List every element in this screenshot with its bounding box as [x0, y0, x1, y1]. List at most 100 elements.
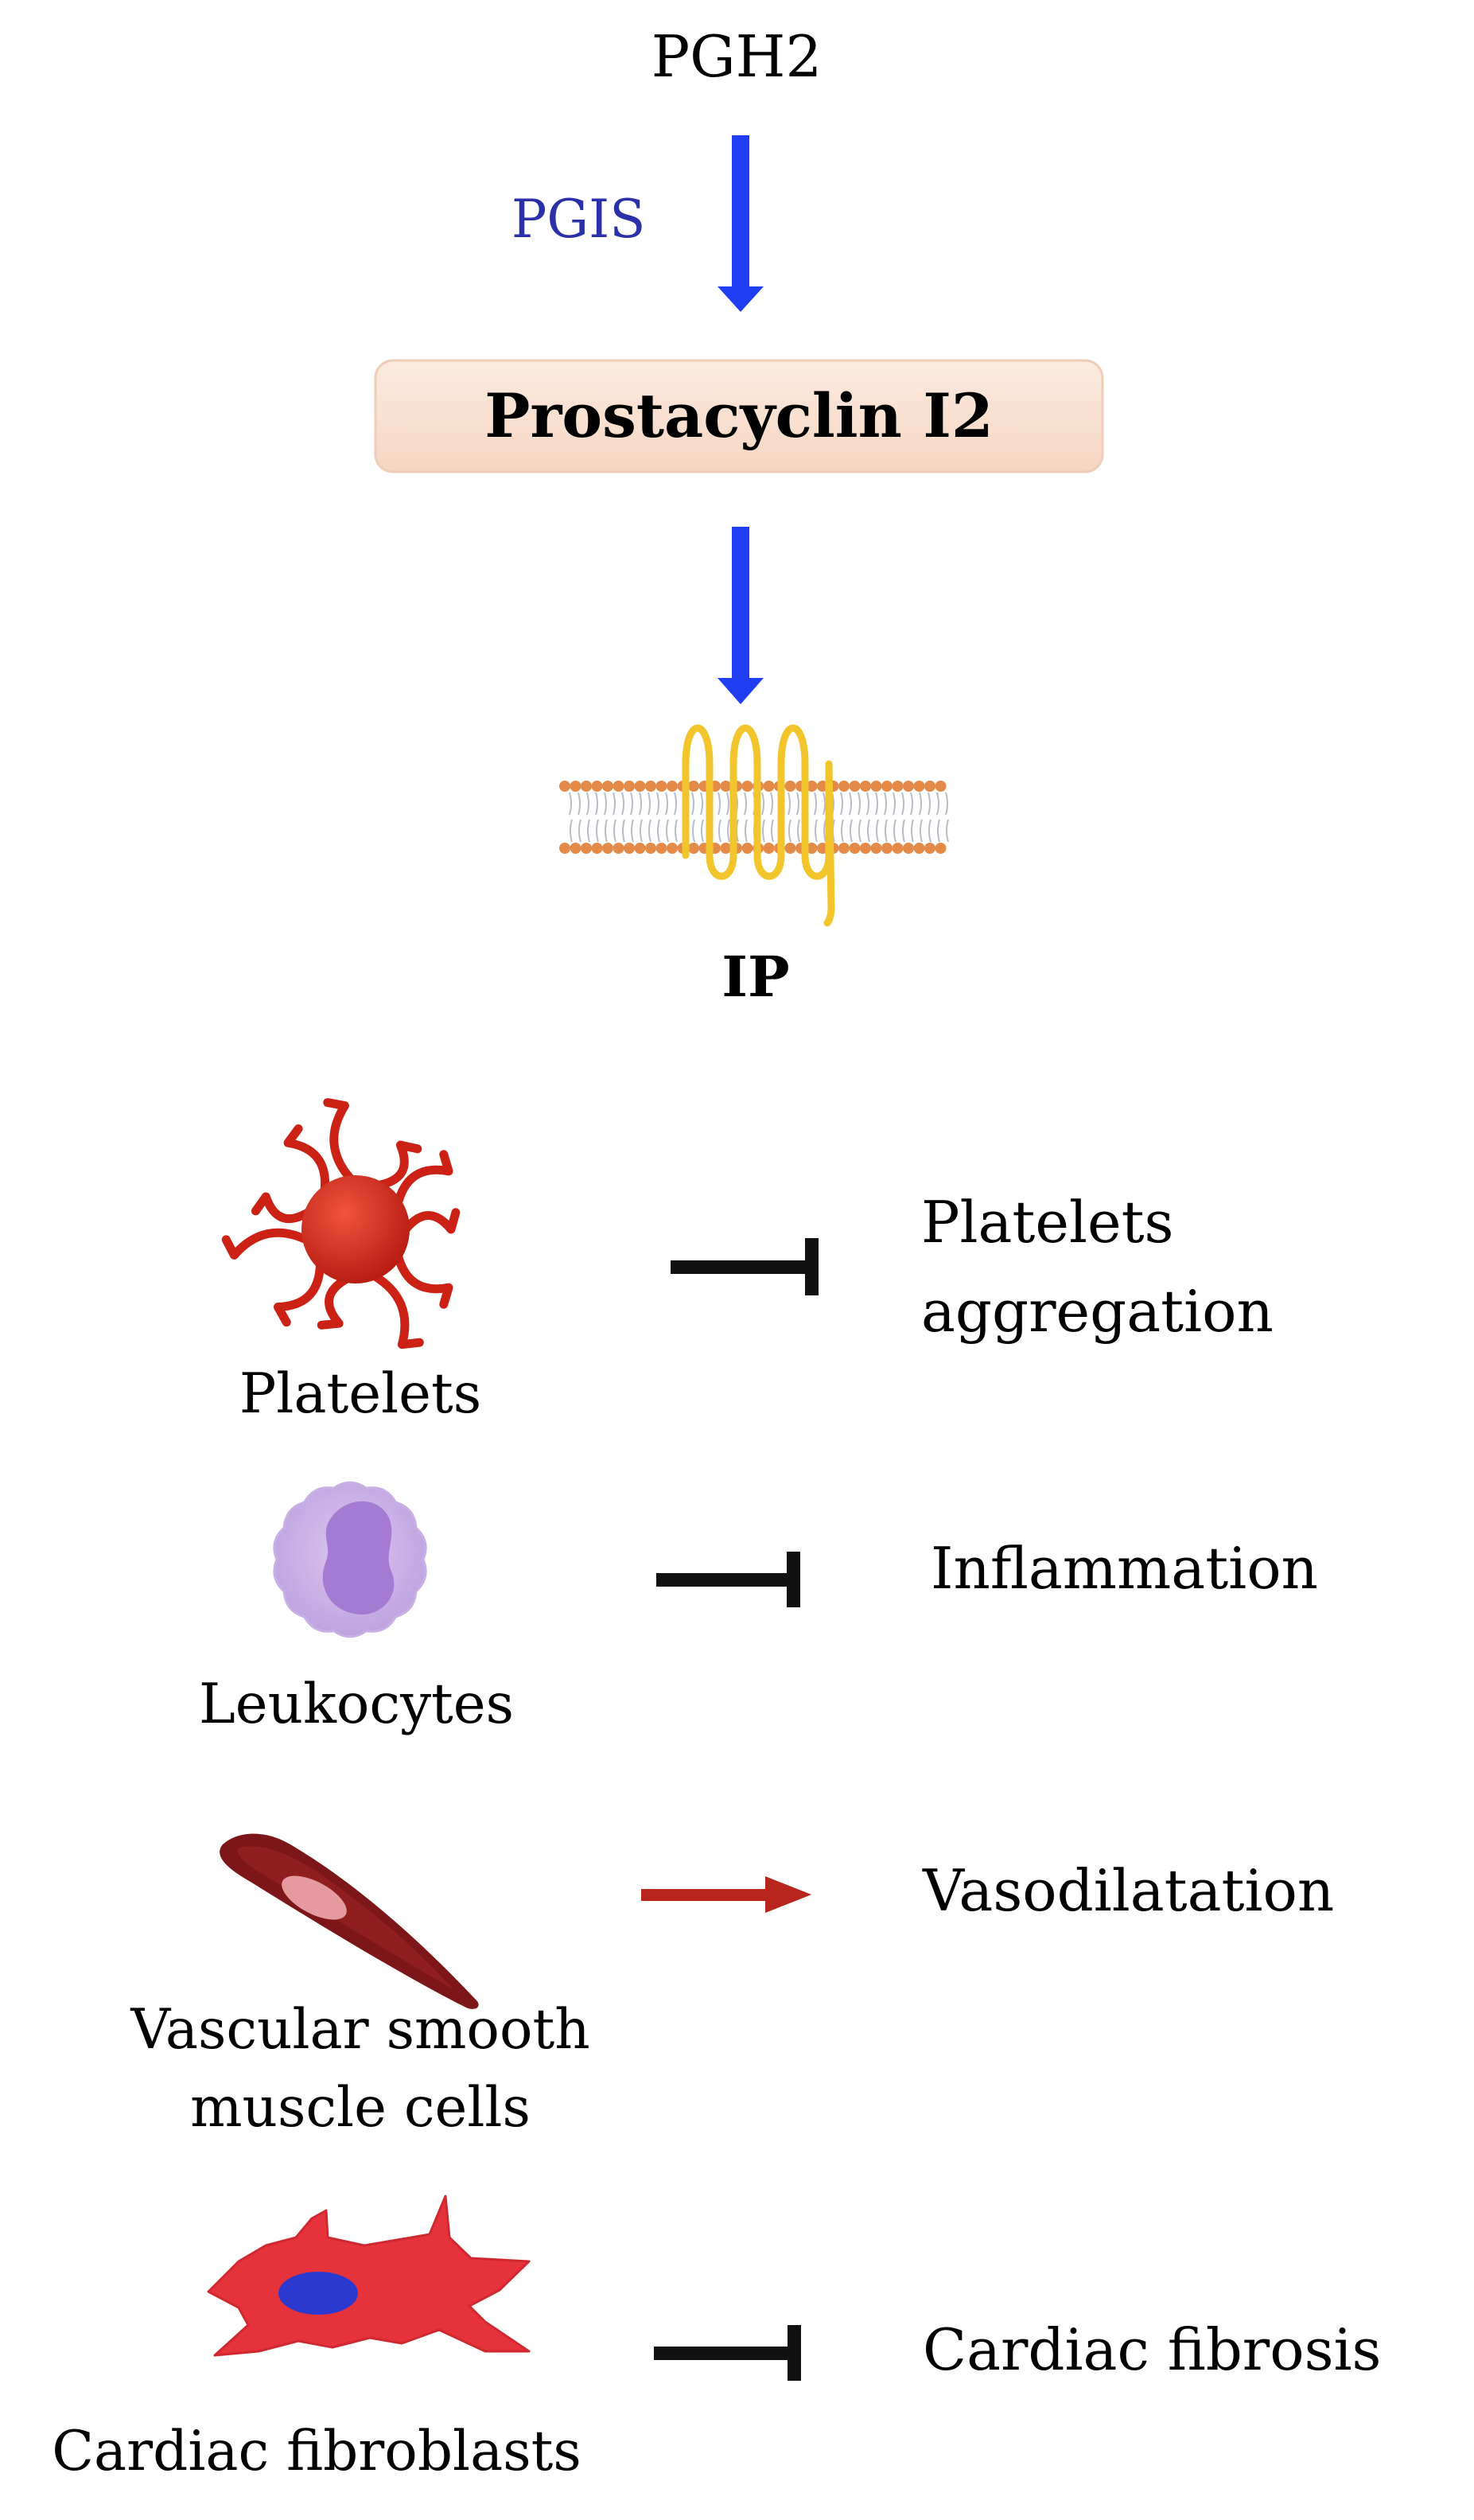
- membrane-head-top: [645, 781, 656, 792]
- platelet-tentacle: [221, 1228, 311, 1260]
- arrow-pgh2-to-prostacyclin: [718, 135, 764, 312]
- membrane-head-top: [892, 781, 904, 792]
- membrane-head-bottom: [570, 843, 581, 854]
- pgis-enzyme-label: PGIS: [511, 189, 646, 250]
- membrane-head-top: [806, 781, 818, 792]
- membrane-head-top: [720, 781, 732, 792]
- membrane-head-top: [881, 781, 893, 792]
- inhibition-bar: [787, 1552, 800, 1607]
- membrane-head-top: [613, 781, 624, 792]
- platelet-body: [301, 1175, 410, 1283]
- membrane-head-top: [559, 781, 570, 792]
- fibroblast-nucleus: [278, 2272, 358, 2315]
- membrane-head-bottom: [741, 843, 753, 854]
- inhibition-line: [671, 1260, 814, 1274]
- membrane-head-top: [860, 781, 871, 792]
- membrane-head-bottom: [624, 843, 635, 854]
- membrane-head-top: [634, 781, 646, 792]
- membrane-head-top: [688, 781, 699, 792]
- membrane-head-top: [570, 781, 581, 792]
- membrane-head-bottom: [602, 843, 613, 854]
- platelet-aggregation-effect-line2: aggregation: [921, 1278, 1274, 1345]
- vasodilatation-effect-label: Vasodilatation: [923, 1857, 1335, 1924]
- platelet-icon: [221, 1098, 461, 1350]
- membrane-head-bottom: [870, 843, 882, 854]
- membrane-head-bottom: [634, 843, 646, 854]
- fibroblasts-cell-label: Cardiac fibroblasts: [52, 2420, 581, 2483]
- cardiac-fibrosis-effect-label: Cardiac fibrosis: [923, 2316, 1382, 2383]
- membrane-head-bottom: [763, 843, 775, 854]
- membrane-head-bottom: [881, 843, 893, 854]
- membrane-head-bottom: [838, 843, 850, 854]
- membrane-head-bottom: [613, 843, 624, 854]
- arrow-head: [718, 678, 764, 704]
- inhibition-arrow-fibroblasts: [654, 2325, 801, 2381]
- activation-line: [641, 1889, 768, 1901]
- platelet-aggregation-effect-line1: Platelets: [921, 1189, 1174, 1256]
- membrane-head-top: [602, 781, 613, 792]
- membrane-head-bottom: [581, 843, 592, 854]
- leukocyte-nucleus: [322, 1501, 395, 1615]
- membrane-head-bottom: [892, 843, 904, 854]
- platelet-tentacle: [401, 1208, 461, 1234]
- inhibition-bar: [805, 1238, 819, 1295]
- membrane-head-bottom: [720, 843, 732, 854]
- membrane-head-bottom: [924, 843, 935, 854]
- inhibition-arrow-leukocytes: [656, 1552, 800, 1607]
- smooth-muscle-cell-icon: [220, 1833, 479, 2009]
- membrane-head-top: [913, 781, 925, 792]
- membrane-head-bottom: [667, 843, 678, 854]
- membrane-head-top: [784, 781, 796, 792]
- membrane-head-top: [763, 781, 775, 792]
- membrane-head-top: [591, 781, 603, 792]
- platelet-tentacle: [273, 1260, 325, 1327]
- membrane-head-top: [741, 781, 753, 792]
- membrane-head-bottom: [645, 843, 656, 854]
- fibroblast-icon: [207, 2195, 531, 2357]
- platelet-tentacle: [393, 1150, 453, 1208]
- arrow-prostacyclin-to-ip: [718, 527, 764, 704]
- inflammation-effect-label: Inflammation: [931, 1535, 1318, 1602]
- membrane-head-bottom: [784, 843, 796, 854]
- platelet-tentacle: [323, 1098, 356, 1184]
- membrane-head-top: [935, 781, 947, 792]
- membrane-head-top: [849, 781, 861, 792]
- platelet-tentacle: [375, 1140, 422, 1190]
- platelet-tentacle: [283, 1124, 330, 1194]
- platelet-tentacle: [393, 1251, 453, 1309]
- membrane-head-top: [924, 781, 935, 792]
- inhibition-line: [656, 1573, 795, 1587]
- membrane-head-top: [667, 781, 678, 792]
- activation-head: [765, 1876, 811, 1913]
- smooth-muscle-highlight: [237, 1846, 453, 1989]
- pgh2-label: PGH2: [651, 23, 823, 90]
- membrane-head-top: [903, 781, 914, 792]
- inhibition-bar: [788, 2325, 801, 2381]
- membrane-head-bottom: [860, 843, 871, 854]
- inhibition-line: [654, 2347, 795, 2360]
- fibroblast-body: [207, 2195, 531, 2357]
- membrane-head-top: [624, 781, 635, 792]
- platelets-cell-label: Platelets: [239, 1362, 482, 1426]
- membrane-head-bottom: [935, 843, 947, 854]
- ip-receptor-membrane-icon: [559, 724, 949, 927]
- inhibition-arrow-platelets: [671, 1238, 819, 1295]
- membrane-head-top: [581, 781, 592, 792]
- activation-arrow-smooth-muscle: [641, 1876, 811, 1913]
- smooth-muscle-cell-label-line1: Vascular smooth: [130, 1998, 590, 2062]
- smooth-muscle-cell-label-line2: muscle cells: [190, 2076, 531, 2140]
- membrane-head-top: [655, 781, 667, 792]
- membrane-head-bottom: [806, 843, 818, 854]
- platelet-tentacle: [251, 1192, 313, 1224]
- membrane-head-bottom: [559, 843, 570, 854]
- leukocytes-cell-label: Leukocytes: [198, 1673, 515, 1736]
- membrane-head-bottom: [591, 843, 603, 854]
- prostacyclin-box: [374, 359, 1104, 473]
- arrow-shaft: [732, 135, 749, 294]
- membrane-head-bottom: [913, 843, 925, 854]
- arrow-shaft: [732, 527, 749, 686]
- arrow-head: [718, 286, 764, 312]
- leukocyte-icon: [273, 1481, 427, 1638]
